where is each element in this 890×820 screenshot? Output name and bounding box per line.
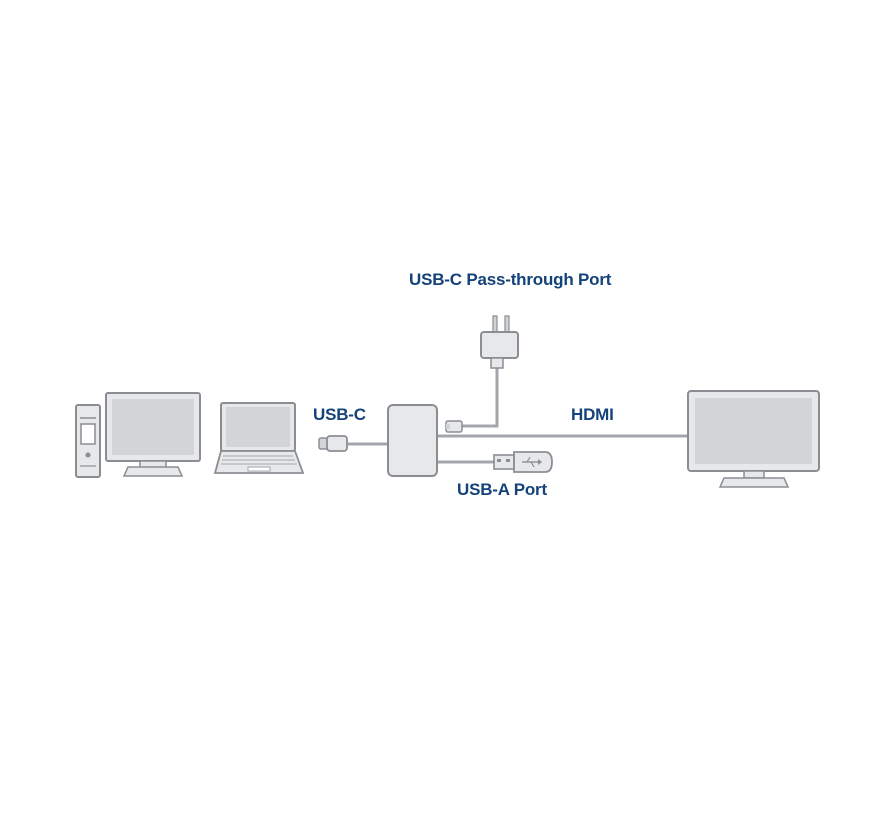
label-hdmi: HDMI (571, 405, 614, 424)
label-usb-c: USB-C (313, 405, 366, 424)
label-usb-a-port: USB-A Port (457, 480, 547, 499)
desktop-tower-icon (75, 404, 101, 478)
usb-a-flash-drive-icon (493, 451, 553, 473)
desktop-monitor-icon (105, 392, 201, 477)
passthrough-plug-icon (445, 420, 463, 433)
hdmi-monitor-icon (687, 390, 820, 488)
cables (344, 366, 690, 464)
power-cable (460, 366, 499, 428)
adapter-hub-icon (387, 404, 438, 477)
power-adapter-icon (480, 315, 519, 369)
label-usb-c-passthrough-port: USB-C Pass-through Port (409, 270, 612, 289)
usb-c-plug-icon (318, 435, 348, 452)
laptop-icon (213, 402, 305, 474)
